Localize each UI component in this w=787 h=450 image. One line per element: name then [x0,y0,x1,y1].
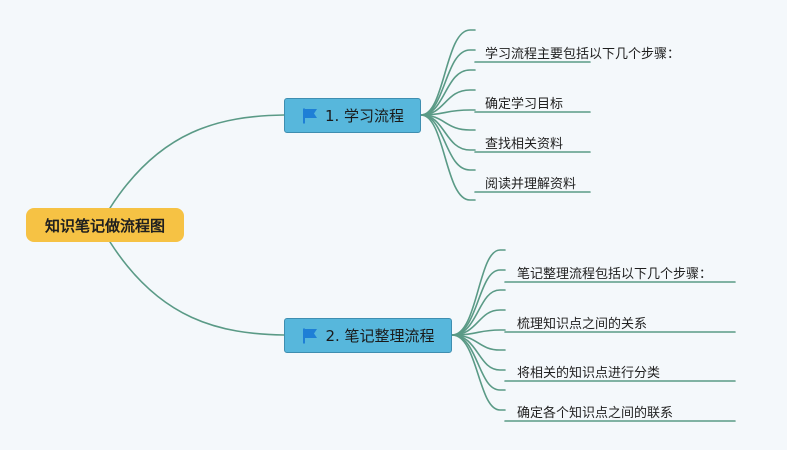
connector-branch-2-8 [451,334,506,411]
connector-branch-1-2 [420,69,476,116]
leaf-notes-step-2[interactable]: 将相关的知识点进行分类 [517,366,661,381]
connector-root-branch-2 [109,241,285,336]
flag-icon [302,108,317,123]
connector-branch-1-0 [420,29,476,116]
connector-branch-1-1 [420,49,476,116]
connector-root-branch-1 [109,114,285,209]
connector-branch-1-8 [420,114,476,201]
branch-learning-process[interactable]: 1. 学习流程 [284,98,421,133]
leaf-learning-step-3[interactable]: 阅读并理解资料 [485,177,577,192]
connector-branch-2-2 [451,289,506,336]
flag-icon [303,328,318,343]
leaf-learning-step-1[interactable]: 确定学习目标 [485,97,564,112]
branch-note-organizing-process[interactable]: 2. 笔记整理流程 [284,318,452,353]
root-topic-label: 知识笔记做流程图 [44,216,165,235]
leaf-notes-intro[interactable]: 笔记整理流程包括以下几个步骤： [517,267,713,282]
leaf-notes-step-1[interactable]: 梳理知识点之间的关系 [517,317,648,332]
connector-branch-2-0 [451,249,506,336]
leaf-notes-step-3[interactable]: 确定各个知识点之间的联系 [517,406,674,421]
root-topic[interactable]: 知识笔记做流程图 [26,208,184,242]
connector-branch-1-7 [420,114,476,171]
connector-branch-2-1 [451,269,506,336]
leaf-learning-intro[interactable]: 学习流程主要包括以下几个步骤： [485,47,681,62]
connector-branch-1-6 [420,114,476,151]
branch-label: 2. 笔记整理流程 [325,327,435,345]
branch-label: 1. 学习流程 [324,107,405,125]
leaf-learning-step-2[interactable]: 查找相关资料 [485,137,564,152]
